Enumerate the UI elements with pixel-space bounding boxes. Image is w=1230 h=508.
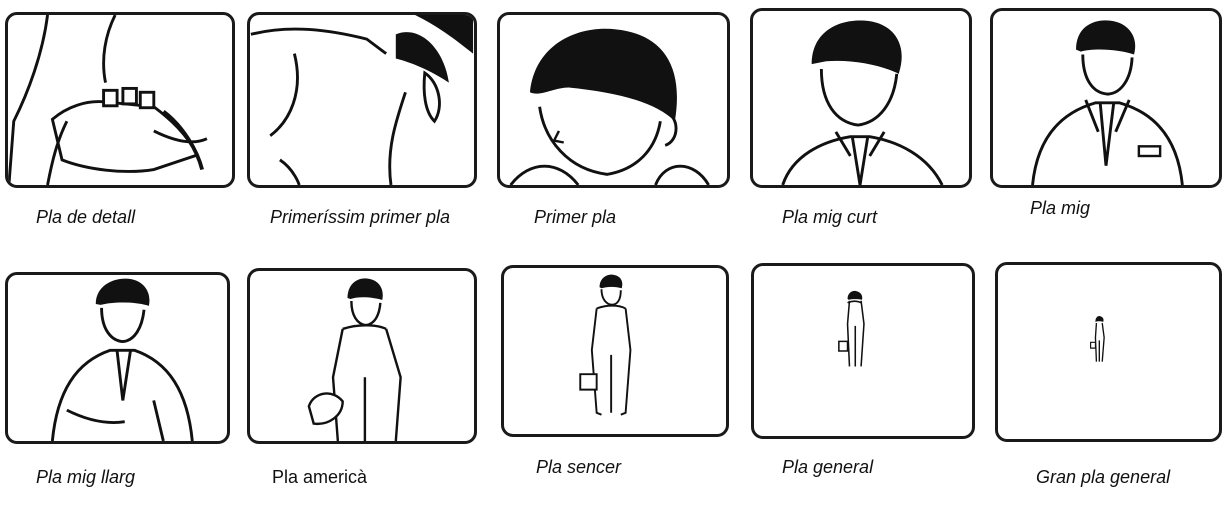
caption-pla-mig-curt: Pla mig curt: [782, 207, 878, 227]
extreme-closeup-face-illustration: [250, 15, 474, 185]
caption-primer-pla: Primer pla: [534, 207, 617, 227]
caption-pla-sencer: Pla sencer: [536, 457, 622, 477]
frame-primer-pla: [497, 12, 730, 188]
american-shot-figure-illustration: [307, 278, 402, 441]
extreme-general-shot-figure-illustration: [1090, 315, 1105, 362]
frame-pla-general: [751, 263, 975, 439]
caption-pla-general: Pla general: [782, 457, 874, 477]
caption-pla-de-detall: Pla de detall: [36, 207, 136, 227]
caption-gran-pla-general: Gran pla general: [1036, 467, 1171, 487]
caption-pla-america: Pla americà: [272, 467, 368, 487]
medium-long-figure-illustration: [50, 278, 194, 441]
frame-pla-mig-llarg: [5, 272, 230, 444]
frame-pla-mig: [990, 8, 1222, 188]
caption-primerissim-primer-pla: Primeríssim primer pla: [270, 207, 451, 227]
frame-pla-de-detall: [5, 12, 235, 188]
caption-pla-mig: Pla mig: [1030, 198, 1091, 218]
frame-gran-pla-general: [995, 262, 1222, 442]
frame-pla-america: [247, 268, 477, 444]
caption-pla-mig-llarg: Pla mig llarg: [36, 467, 136, 487]
closeup-head-illustration: [509, 28, 710, 185]
frame-pla-sencer: [501, 265, 729, 437]
frame-primerissim-primer-pla: [247, 12, 477, 188]
general-shot-figure-illustration: [838, 290, 865, 367]
medium-closeup-figure-illustration: [781, 20, 944, 185]
full-shot-figure-illustration: [579, 274, 632, 416]
frame-pla-mig-curt: [750, 8, 972, 188]
medium-figure-illustration: [1031, 20, 1184, 185]
hand-detail-illustration: [8, 15, 208, 185]
